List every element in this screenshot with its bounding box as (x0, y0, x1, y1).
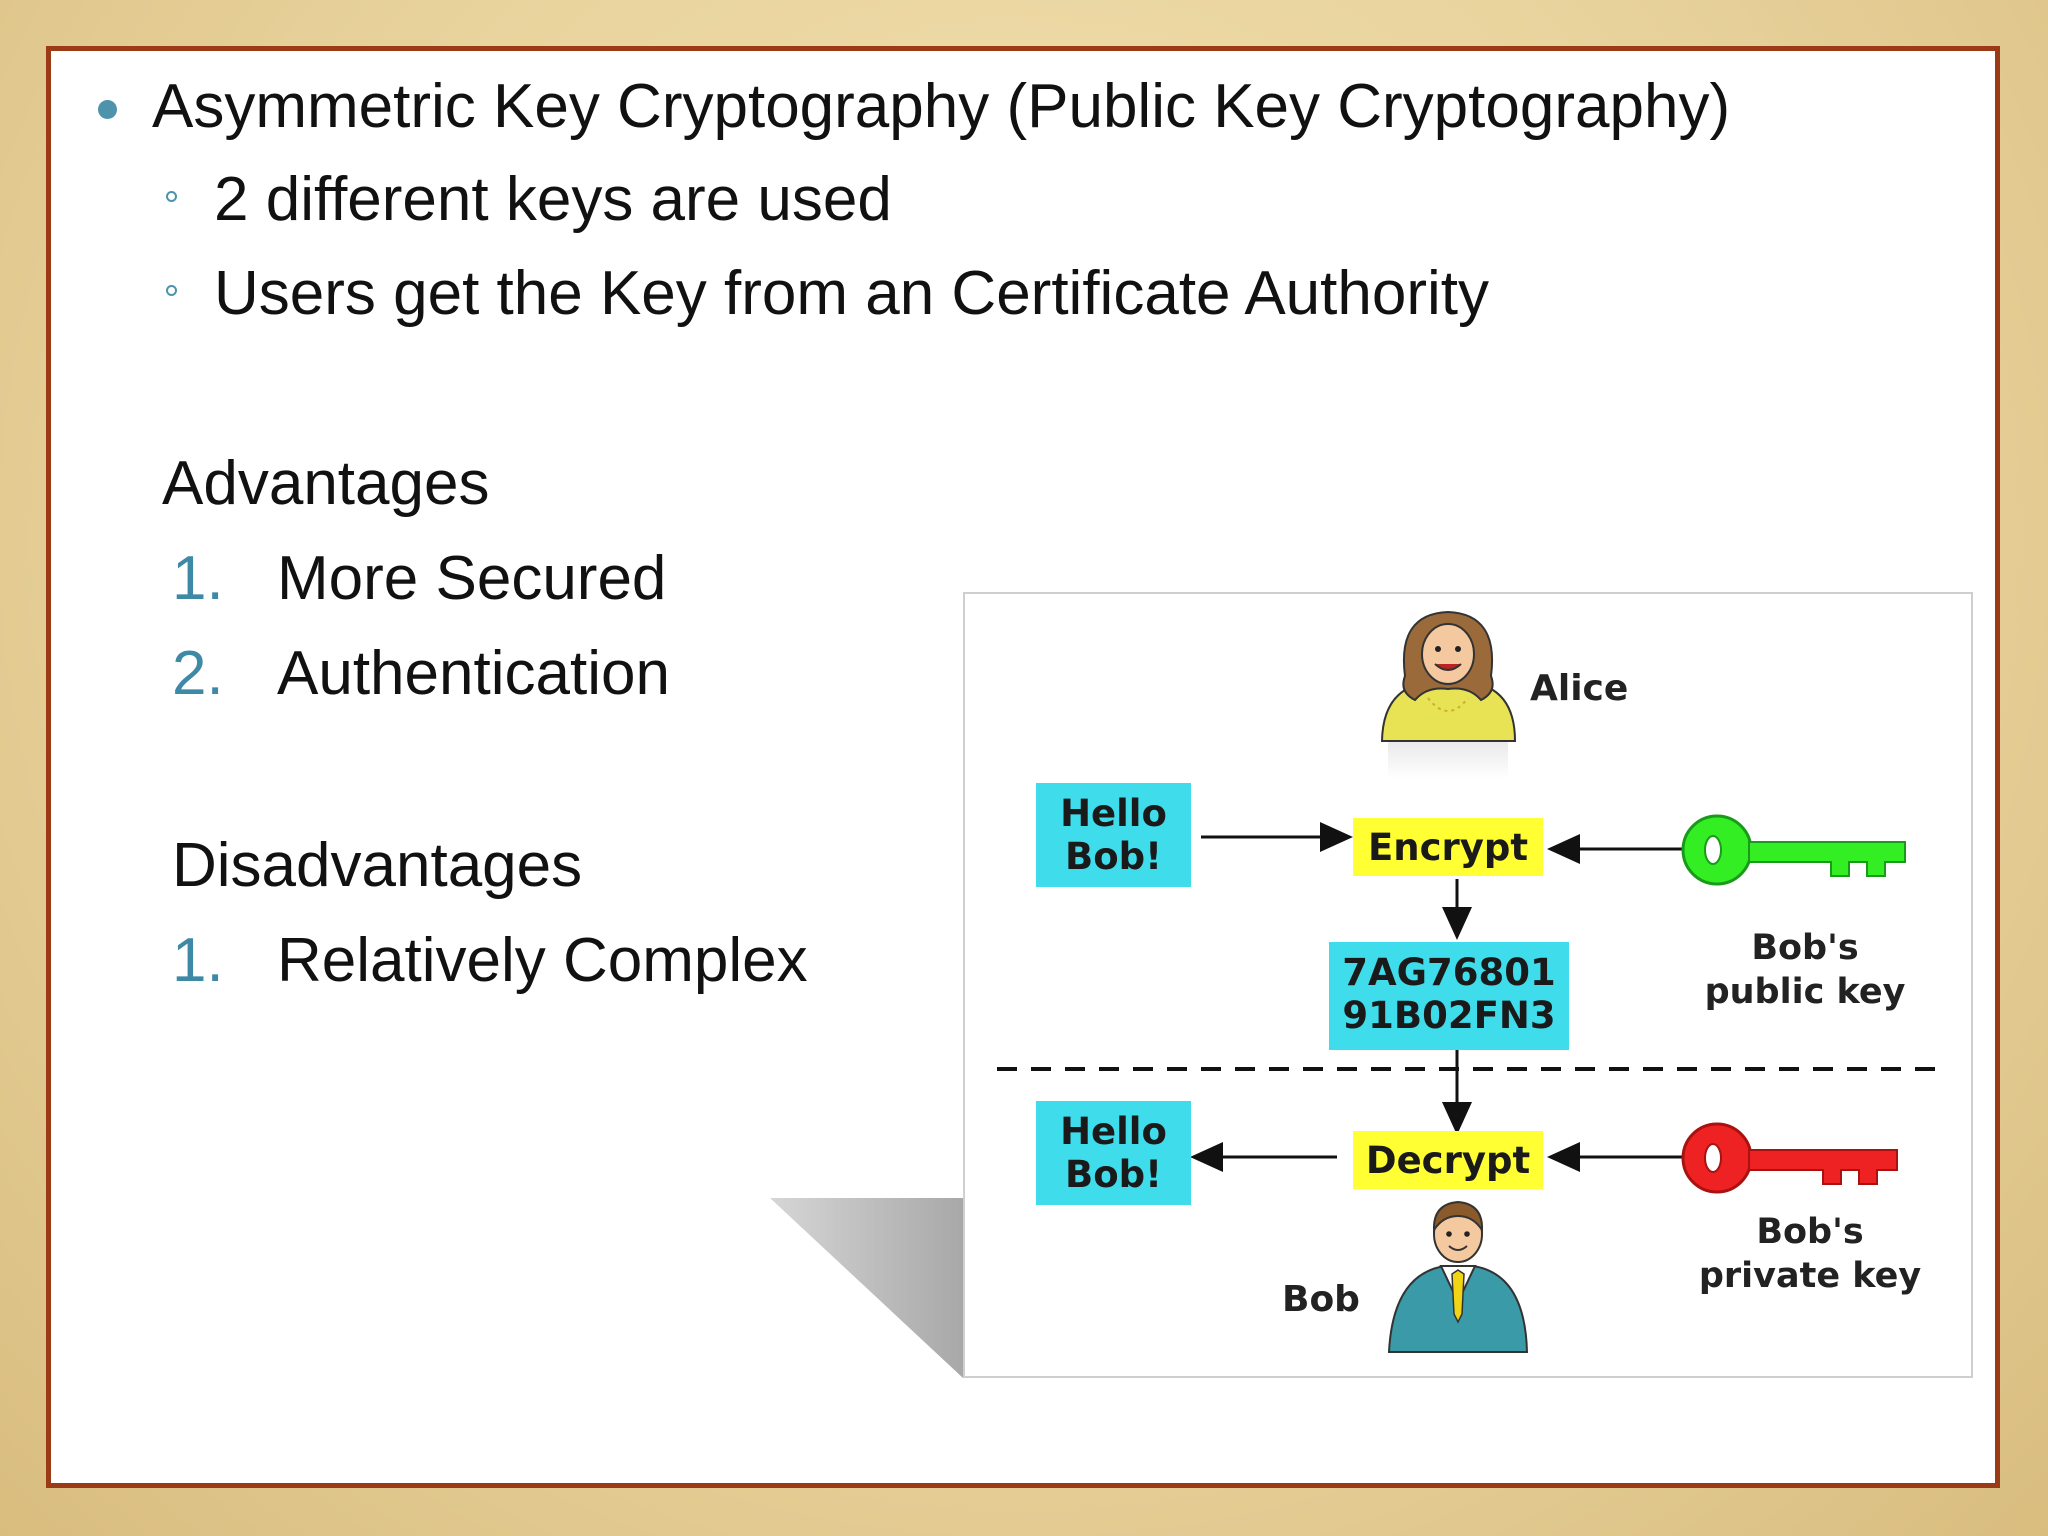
plaintext-top-line: Bob! (1065, 834, 1162, 878)
private-key-label-line: private key (1698, 1255, 1922, 1296)
sub-bullet-keys: 2 different keys are used (214, 165, 892, 234)
private-key-label-line: Bob's (1756, 1212, 1864, 1252)
public-key-icon (1681, 814, 1906, 886)
encryption-diagram: Alice Hello Bob! Encrypt 7AG76801 91B02F… (963, 592, 1973, 1378)
ciphertext-line: 7AG76801 (1342, 951, 1556, 994)
advantage-item: Authentication (277, 639, 670, 708)
sub-bullet-ring-icon (166, 285, 177, 296)
advantage-number: 1. (172, 544, 224, 613)
sub-bullet-ring-icon (166, 191, 177, 202)
disadvantage-item: Relatively Complex (277, 926, 808, 995)
encrypt-box: Encrypt (1353, 818, 1543, 876)
advantage-item: More Secured (277, 544, 667, 613)
diagram-graphics (997, 610, 1945, 1353)
bob-avatar-icon (1387, 1200, 1529, 1353)
public-key-label-line: Bob's (1751, 928, 1859, 968)
alice-avatar-icon (1380, 610, 1517, 779)
bullet-dot-icon (98, 100, 117, 119)
plaintext-bottom-box: Hello Bob! (1036, 1101, 1191, 1205)
public-key-label: Bob's public key (1685, 927, 1925, 1015)
public-key-label-line: public key (1704, 971, 1906, 1012)
plaintext-bottom-line: Hello (1060, 1110, 1167, 1153)
bob-label: Bob (1282, 1279, 1360, 1320)
sub-bullet-authority: Users get the Key from an Certificate Au… (214, 259, 1489, 328)
private-key-icon (1681, 1122, 1898, 1194)
ciphertext-box: 7AG76801 91B02FN3 (1329, 942, 1569, 1050)
advantage-number: 2. (172, 639, 224, 708)
plaintext-top-box: Hello Bob! (1036, 783, 1191, 887)
ciphertext-line: 91B02FN3 (1342, 993, 1556, 1037)
disadvantages-heading: Disadvantages (172, 831, 583, 900)
decrypt-box: Decrypt (1353, 1131, 1543, 1189)
private-key-label: Bob's private key (1690, 1211, 1930, 1299)
advantages-heading: Advantages (162, 449, 490, 518)
disadvantage-number: 1. (172, 926, 224, 995)
plaintext-bottom-line: Bob! (1065, 1152, 1162, 1196)
slide-title: Asymmetric Key Cryptography (Public Key … (152, 72, 1731, 141)
plaintext-top-line: Hello (1060, 792, 1167, 835)
alice-label: Alice (1530, 668, 1629, 709)
